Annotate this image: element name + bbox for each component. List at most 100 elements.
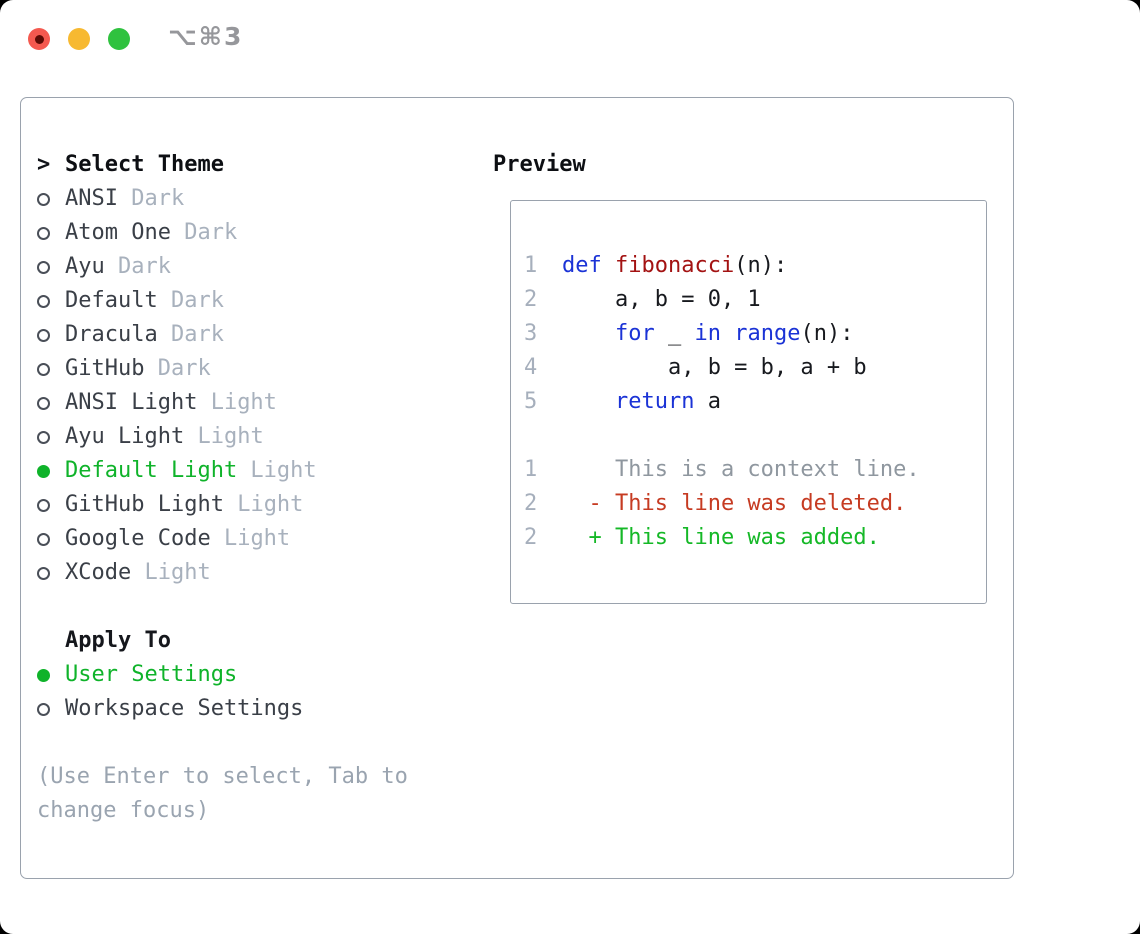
code-token: a, b = b, a + b	[562, 355, 867, 380]
apply-to-list: User Settings Workspace Settings	[37, 658, 408, 726]
theme-option-ansi[interactable]: ANSI Dark	[37, 182, 408, 216]
code-token: (n):	[800, 321, 854, 346]
theme-option-ayu-light[interactable]: Ayu Light Light	[37, 420, 408, 454]
radio-icon	[37, 226, 50, 240]
select-theme-heading: > Select Theme	[37, 148, 408, 182]
close-button[interactable]	[28, 28, 50, 50]
apply-option-workspace-settings[interactable]: Workspace Settings	[37, 692, 408, 726]
radio-icon	[37, 294, 50, 308]
line-number: 2	[524, 525, 538, 550]
radio-cell	[37, 226, 65, 240]
code-line: 5 return a	[524, 385, 986, 419]
line-number: 2	[524, 491, 538, 516]
radio-cell	[37, 498, 65, 512]
traffic-lights	[28, 28, 130, 50]
theme-option-xcode[interactable]: XCode Light	[37, 556, 408, 590]
apply-to-label: Apply To	[65, 628, 171, 653]
zoom-button[interactable]	[108, 28, 130, 50]
code-token: _	[654, 321, 695, 346]
code-token	[602, 249, 615, 283]
titlebar: ⌥⌘3	[0, 0, 1140, 78]
theme-option-ansi-light[interactable]: ANSI Light Light	[37, 386, 408, 420]
code-line: 1 def fibonacci(n):	[524, 249, 986, 283]
theme-option-default[interactable]: Default Dark	[37, 284, 408, 318]
code-line: 2 a, b = 0, 1	[524, 283, 986, 317]
radio-icon	[37, 362, 50, 376]
apply-to-heading: Apply To	[37, 624, 408, 658]
radio-cell	[37, 566, 65, 580]
radio-cell	[37, 430, 65, 444]
code-token: (n):	[734, 253, 788, 278]
radio-icon	[37, 192, 50, 206]
line-number: 3	[524, 321, 538, 346]
theme-option-google-code[interactable]: Google Code Light	[37, 522, 408, 556]
theme-selector: > Select Theme ANSI Dark Atom One Dark Ay…	[37, 148, 408, 828]
code-line: 3 for _ in range(n):	[524, 317, 986, 351]
code-token: - This line was deleted.	[562, 491, 907, 516]
code-line	[524, 419, 986, 453]
radio-icon	[37, 702, 50, 716]
prompt-icon: >	[37, 152, 51, 177]
radio-cell	[37, 668, 65, 682]
code-token	[562, 385, 615, 419]
help-text: (Use Enter to select, Tab to change focu…	[37, 760, 408, 828]
theme-list: ANSI Dark Atom One Dark Ayu Dark Default…	[37, 182, 408, 590]
code-token: a, b = 0, 1	[562, 287, 761, 312]
theme-option-github[interactable]: GitHub Dark	[37, 352, 408, 386]
code-token	[721, 317, 734, 351]
prompt-cell: >	[37, 148, 65, 182]
radio-cell	[37, 464, 65, 478]
theme-option-github-light[interactable]: GitHub Light Light	[37, 488, 408, 522]
radio-icon	[37, 430, 50, 444]
apply-option-user-settings[interactable]: User Settings	[37, 658, 408, 692]
window-title: ⌥⌘3	[168, 22, 244, 51]
line-number: 1	[524, 253, 538, 278]
code-line: 2 - This line was deleted.	[524, 487, 986, 521]
code-token: a	[694, 389, 721, 414]
radio-cell	[37, 328, 65, 342]
radio-icon	[37, 566, 50, 580]
preview-heading: Preview	[493, 152, 586, 177]
line-number: 1	[524, 457, 538, 482]
theme-option-default-light[interactable]: Default Light Light	[37, 454, 408, 488]
help-line-1: (Use Enter to select, Tab to	[37, 764, 408, 789]
theme-option-ayu[interactable]: Ayu Dark	[37, 250, 408, 284]
code-line: 1 This is a context line.	[524, 453, 986, 487]
radio-cell	[37, 260, 65, 274]
theme-option-atom-one[interactable]: Atom One Dark	[37, 216, 408, 250]
radio-cell	[37, 294, 65, 308]
code-token	[562, 317, 615, 351]
code-token: return	[614, 389, 695, 414]
theme-option-dracula[interactable]: Dracula Dark	[37, 318, 408, 352]
code-line: 2 + This line was added.	[524, 521, 986, 555]
radio-selected-icon	[37, 668, 50, 682]
radio-icon	[37, 498, 50, 512]
line-number: 4	[524, 355, 538, 380]
code-line: 4 a, b = b, a + b	[524, 351, 986, 385]
preview-pane: 1 def fibonacci(n): 2 a, b = 0, 1 3 for …	[510, 200, 987, 604]
record-dot-icon	[34, 34, 44, 44]
code-token: range	[734, 321, 801, 346]
code-token: This is a context line.	[562, 457, 920, 482]
radio-icon	[37, 328, 50, 342]
radio-cell	[37, 702, 65, 716]
minimize-button[interactable]	[68, 28, 90, 50]
code-token: + This line was added.	[562, 525, 880, 550]
select-theme-label: Select Theme	[65, 152, 224, 177]
code-token: for	[614, 321, 655, 346]
radio-selected-icon	[37, 464, 50, 478]
radio-cell	[37, 362, 65, 376]
radio-icon	[37, 532, 50, 546]
help-line-2: change focus)	[37, 798, 210, 823]
code-token: in	[694, 321, 721, 346]
line-number: 5	[524, 389, 538, 414]
code-token: fibonacci	[615, 253, 735, 278]
radio-icon	[37, 260, 50, 274]
code-token: def	[562, 253, 602, 278]
radio-cell	[37, 396, 65, 410]
line-number	[524, 419, 562, 453]
radio-cell	[37, 532, 65, 546]
line-number: 2	[524, 287, 538, 312]
radio-icon	[37, 396, 50, 410]
